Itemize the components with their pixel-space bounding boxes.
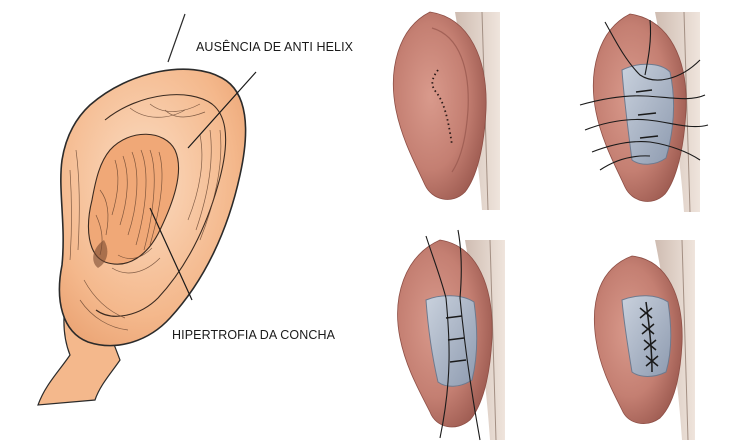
panel-sutures-tied bbox=[593, 239, 695, 441]
suture-threads bbox=[425, 229, 481, 441]
panel-incision-marked bbox=[393, 11, 500, 211]
panel-sutures-tightened bbox=[397, 229, 505, 441]
sketch-ear bbox=[37, 13, 247, 406]
suture-threads bbox=[579, 19, 709, 171]
incision-dotted-line bbox=[431, 69, 453, 146]
label-anti-helix: AUSÊNCIA DE ANTI HELIX bbox=[196, 40, 354, 54]
sketch-line-top bbox=[167, 13, 186, 63]
exposed-cartilage bbox=[621, 295, 672, 377]
sketch-ear-inner-rim bbox=[95, 94, 227, 317]
exposed-cartilage bbox=[425, 295, 478, 387]
sketch-ear-concha bbox=[87, 133, 179, 265]
sketch-hatching bbox=[69, 103, 222, 331]
leader-anti-helix bbox=[187, 71, 257, 149]
suture-marks bbox=[635, 89, 659, 139]
label-concha: HIPERTROFIA DA CONCHA bbox=[172, 328, 336, 342]
photo-ear bbox=[393, 11, 487, 200]
panel-sutures-placed bbox=[579, 11, 709, 213]
tied-sutures bbox=[639, 301, 659, 373]
suture-marks bbox=[445, 315, 467, 363]
leader-concha bbox=[149, 207, 193, 301]
sketch-ear-canal bbox=[93, 240, 108, 268]
